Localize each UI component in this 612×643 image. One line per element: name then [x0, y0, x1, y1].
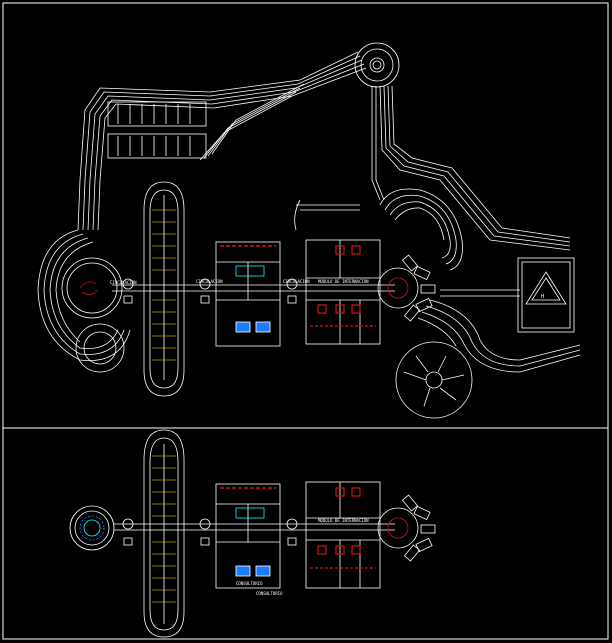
blue-room-label-2: CONSULTORIO — [256, 591, 283, 596]
access-roads — [77, 51, 367, 231]
service-loop — [294, 188, 463, 271]
radial-wing-top — [377, 254, 436, 322]
east-block-red-rooms-bottom — [310, 487, 376, 569]
ward-rooms-bottom — [152, 455, 176, 603]
module-label-top: MODULO DE INTERNACION — [318, 279, 369, 284]
module-label-bottom: MODULO DE INTERNACION — [318, 518, 369, 523]
east-block-top — [305, 239, 381, 345]
round-pavilion — [69, 505, 115, 551]
floor-plan: MODULO DE INTERNACION CONSULTORIO CONSUL… — [69, 429, 436, 638]
west-loop — [37, 229, 131, 362]
parking-lot — [107, 101, 207, 159]
main-corridor-bottom — [114, 518, 395, 546]
capsule-ward-top — [143, 181, 185, 397]
central-block-bottom — [215, 483, 281, 589]
corridor-label-3: CIRCULACION — [283, 279, 310, 284]
south-east-roads — [417, 289, 581, 373]
corridor-label-2: CIRCULACION — [196, 279, 223, 284]
ward-rooms-top — [152, 209, 176, 361]
helipad-letter: H — [541, 294, 544, 300]
east-roads — [371, 85, 571, 251]
west-pavilion — [61, 257, 125, 373]
site-plan: H — [37, 42, 581, 419]
radial-wing-bottom — [377, 494, 436, 562]
helicopter-circle — [395, 341, 473, 419]
corridor-label-1: CIRCULACION — [110, 280, 137, 285]
east-block-red-rooms-top — [310, 245, 376, 327]
main-corridor — [112, 278, 395, 304]
capsule-ward-bottom — [143, 429, 185, 638]
helipad — [517, 257, 575, 333]
east-block-bottom — [305, 481, 381, 589]
central-block-top — [215, 241, 281, 347]
blue-room-label-1: CONSULTORIO — [236, 581, 263, 586]
